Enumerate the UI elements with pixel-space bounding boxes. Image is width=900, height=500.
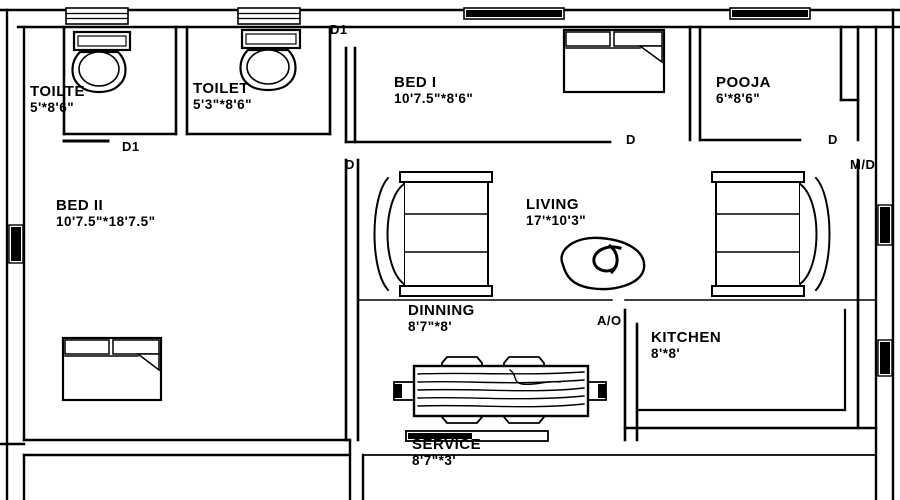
room-label-pooja: POOJA — [716, 74, 772, 91]
door-tag-md-main: M/D — [850, 157, 876, 172]
door-tag-d1-bed1: D1 — [330, 22, 348, 37]
window-pooja-right-symbol — [877, 204, 893, 246]
room-dimension-bed1: 10'7.5"*8'6" — [394, 91, 474, 106]
door-tag-d-bed1: D — [626, 132, 636, 147]
window-bed2-symbol — [8, 224, 24, 264]
room-label-toilte: TOILTE — [30, 83, 85, 100]
door-tag-d-pooja: D — [828, 132, 838, 147]
water-closet-toilte — [71, 30, 132, 94]
window-pooja-symbol — [729, 7, 811, 20]
room-label-living: LIVING — [526, 196, 580, 213]
door-tag-ao-kitchen: A/O — [597, 313, 622, 328]
window-bed1-symbol — [463, 7, 565, 20]
room-dimension-pooja: 6'*8'6" — [716, 91, 761, 106]
room-dimension-service: 8'7"*3' — [412, 453, 457, 468]
room-label-service: SERVICE — [412, 436, 482, 453]
sofa-left — [373, 171, 493, 297]
double-bed-bed2 — [61, 336, 163, 402]
window-kitchen-symbol — [877, 339, 893, 377]
room-label-bed2: BED II — [56, 197, 104, 214]
door-tag-d-bed1-mid: D — [345, 157, 355, 172]
water-closet-toilet — [239, 28, 302, 92]
room-dimension-dinning: 8'7"*8' — [408, 319, 453, 334]
room-dimension-toilte: 5'*8'6" — [30, 100, 75, 115]
room-label-toilet: TOILET — [193, 80, 250, 97]
dining-set — [393, 356, 607, 424]
ventilator-toilte-symbol — [65, 7, 129, 25]
room-dimension-bed2: 10'7.5"*18'7.5" — [56, 214, 156, 229]
room-label-kitchen: KITCHEN — [651, 329, 722, 346]
room-dimension-living: 17'*10'3" — [526, 213, 587, 228]
room-label-bed1: BED I — [394, 74, 437, 91]
sofa-right — [711, 171, 831, 297]
room-dimension-toilet: 5'3"*8'6" — [193, 97, 253, 112]
room-dimension-kitchen: 8'*8' — [651, 346, 681, 361]
room-label-dinning: DINNING — [408, 302, 475, 319]
service-door-symbol — [405, 430, 549, 442]
ventilator-toilet-symbol — [237, 7, 301, 25]
decorative-planter-living — [560, 236, 646, 291]
double-bed-bed1 — [562, 28, 666, 94]
door-tag-d1-toilte: D1 — [122, 139, 140, 154]
